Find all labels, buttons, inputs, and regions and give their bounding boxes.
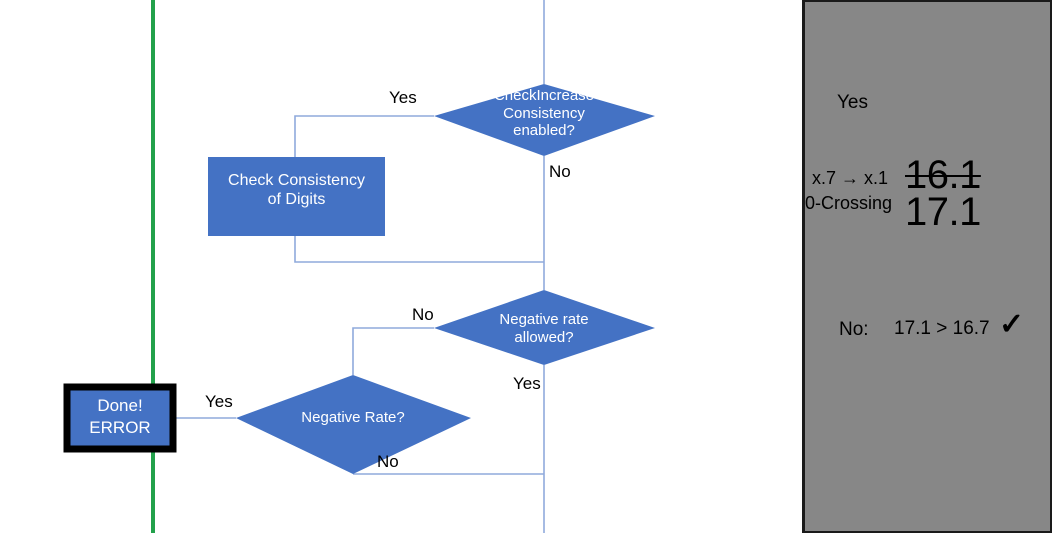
panel-branch-label: Yes <box>837 92 868 113</box>
panel-comparison-prefix: No: <box>839 319 869 340</box>
connector-neg-allowed-no <box>352 327 434 375</box>
annotation-panel: Yes x.7 → x.1 16.1 0-Crossing 17.1 No: 1… <box>802 0 1052 533</box>
edge-label-neg-allowed-yes: Yes <box>513 374 541 393</box>
edge-label-neg-allowed-no: No <box>412 305 434 324</box>
edge-label-neg-rate-yes: Yes <box>205 392 233 411</box>
check-icon: ✓ <box>999 308 1025 341</box>
node-check-consistency-of-digits[interactable] <box>208 157 385 236</box>
panel-row-1-tag: 0-Crossing <box>805 193 893 213</box>
connector-process-return <box>294 236 544 263</box>
panel-row-0-tag: x.7 → x.1 <box>812 168 889 188</box>
panel-row-0-value: 16.1 <box>905 153 981 197</box>
edge-label-consistency-yes: Yes <box>389 88 417 107</box>
panel-comparison-expression: 17.1 > 16.7 <box>894 318 990 339</box>
node-done-error[interactable] <box>63 383 177 453</box>
node-negative-rate-allowed[interactable] <box>434 290 655 365</box>
connector-consistency-yes <box>294 115 434 157</box>
edge-label-consistency-no: No <box>549 162 571 181</box>
node-check-increase-consistency[interactable] <box>434 84 655 156</box>
node-negative-rate[interactable] <box>236 375 471 474</box>
edge-label-neg-rate-no: No <box>377 452 399 471</box>
panel-row-1-value: 17.1 <box>905 190 981 234</box>
